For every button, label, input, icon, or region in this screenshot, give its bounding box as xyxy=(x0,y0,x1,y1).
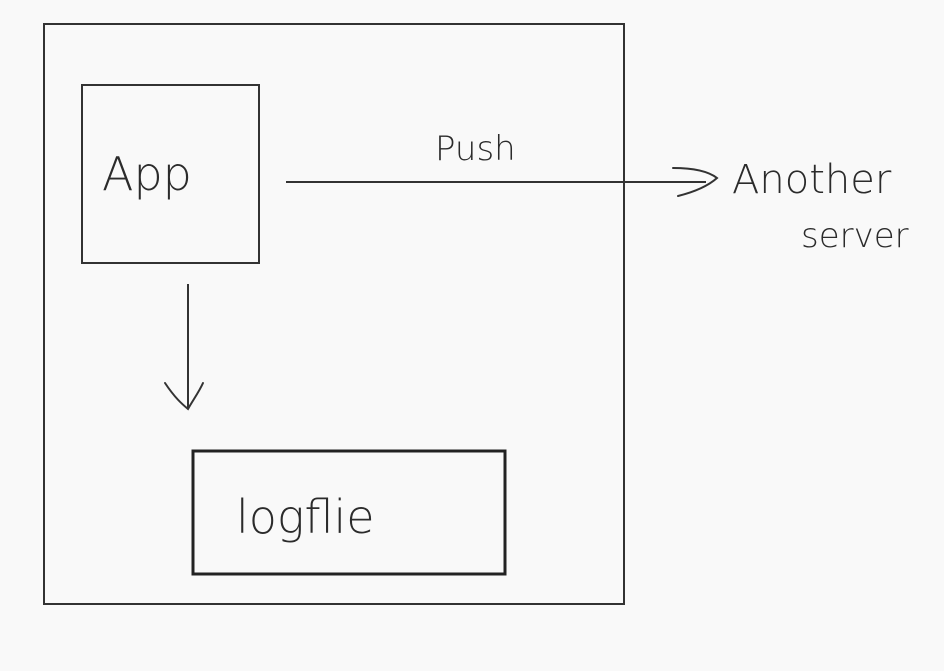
app-label: App xyxy=(102,147,192,201)
server-label: server xyxy=(801,216,909,256)
push-label: Push xyxy=(435,129,516,169)
app-box xyxy=(81,84,260,264)
server-boundary-box xyxy=(43,23,625,605)
write-arrow-head xyxy=(164,382,204,411)
push-arrow-head xyxy=(672,167,719,197)
logfile-label: logflie xyxy=(236,490,375,544)
another-label: Another xyxy=(732,157,892,203)
logfile-box xyxy=(191,449,507,576)
